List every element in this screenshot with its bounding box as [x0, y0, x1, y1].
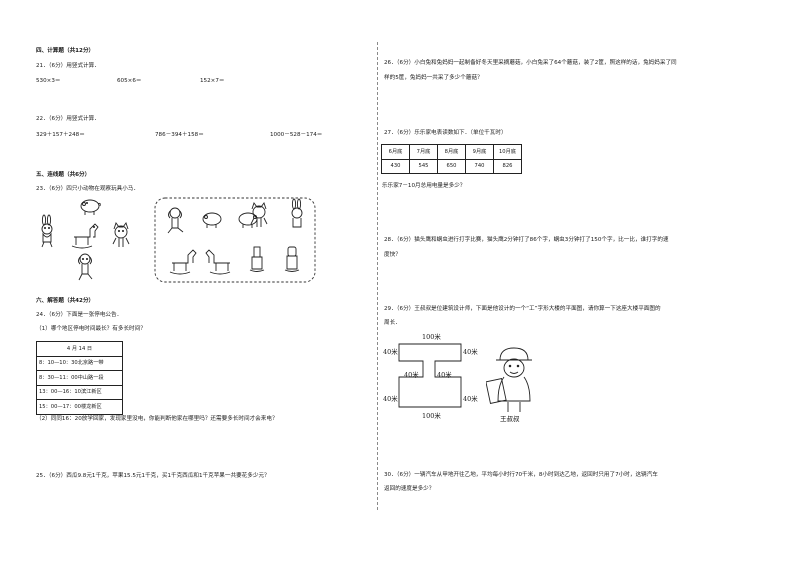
- meter-header: 10月底: [493, 144, 522, 160]
- plan-label-right-top: 40米: [463, 348, 478, 356]
- meter-readings-table: 6月底 7月底 8月底 9月底 10月底 430 545 650 740 826: [381, 144, 522, 174]
- q23-animals-group: [41, 199, 130, 281]
- q22-prompt: 22．（6分）用竖式计算．: [36, 116, 100, 122]
- q24-sub1: （1）哪个地区停电时间最长？有多长时间？: [36, 326, 146, 332]
- q27-prompt: 27．（6分）乐乐家电表读数如下．（单位千瓦时）: [384, 130, 507, 136]
- q26-line2: 样的5筐，兔妈妈一共采了多少个蘑菇？: [384, 75, 483, 81]
- outage-row: 8：30—11：00中山路一段: [36, 370, 123, 386]
- cat-icon: [112, 222, 130, 247]
- q21-item-1: 530×3＝: [36, 78, 61, 84]
- outage-row: 13：00—16：10滨江新区: [36, 384, 123, 401]
- q24-sub2: （2）同同16：20放学回家，发现家里没电，你能判断他家在哪里吗？还需要多长时间…: [36, 416, 278, 422]
- q21-item-2: 605×6＝: [117, 78, 142, 84]
- pig-icon: [80, 199, 101, 215]
- q23-prompt: 23．（6分）四只小动物在观察玩具小马．: [36, 186, 139, 192]
- q30-line2: 返回的速度是多少？: [384, 486, 435, 492]
- meter-value: 650: [437, 158, 466, 174]
- meter-value: 545: [409, 158, 438, 174]
- engineer-figure: [486, 347, 532, 412]
- plan-label-mid-right: 40米: [437, 371, 452, 379]
- q27-question: 乐乐家7－10月总用电量是多少？: [382, 183, 466, 189]
- q28-line2: 度快？: [384, 252, 401, 258]
- meter-header: 7月底: [409, 144, 438, 160]
- meter-value: 740: [465, 158, 494, 174]
- q29-line2: 周长．: [384, 320, 401, 326]
- meter-value: 430: [381, 158, 410, 174]
- section-4-title: 四、计算题（共12分）: [36, 48, 95, 54]
- q23-options-box: [154, 197, 316, 283]
- column-divider: [377, 42, 378, 510]
- q30-line1: 30．（6分）一辆汽车从甲地开往乙地，平均每小时行70千米，8小时到达乙地，返回…: [384, 472, 658, 478]
- q25-prompt: 25．（6分）西瓜9.8元1千克，苹果15.5元1千克，买1千克西瓜和1千克苹果…: [36, 473, 270, 479]
- q21-item-3: 152×7＝: [200, 78, 225, 84]
- plan-label-mid-left: 40米: [404, 371, 419, 379]
- rabbit-icon: [41, 214, 53, 248]
- meter-header: 8月底: [437, 144, 466, 160]
- meter-value: 826: [493, 158, 522, 174]
- outage-notice-table: 4 月 14 日 8：10—10：30北京路一带 8：30—11：00中山路一段…: [36, 341, 123, 415]
- outage-row: 15：00—17：00楼龙新区: [36, 399, 123, 415]
- section-5-title: 五、连线题（共6分）: [36, 172, 91, 178]
- rabbit-icon: [291, 198, 303, 228]
- q26-line1: 26．（6分）小白兔和兔妈妈一起制备好冬天里采摘蘑菇，小白兔采了64个蘑菇，装了…: [384, 60, 677, 66]
- plan-label-left-bottom: 40米: [383, 395, 398, 403]
- q28-line1: 28．（6分）猫头鹰和蜗虫进行打字比赛，猫头鹰2分钟打了86个字，蜗虫3分钟打了…: [384, 237, 669, 243]
- q22-item-1: 329＋157＋248＝: [36, 132, 85, 138]
- q22-item-3: 1000－528－174＝: [270, 132, 323, 138]
- q24-prompt: 24．（6分）下面是一张停电公告．: [36, 312, 123, 318]
- meter-header: 6月底: [381, 144, 410, 160]
- q29-line1: 29．（6分）王叔叔是位建筑设计师，下面是他设计的一个“工”字形大楼的平面图，请…: [384, 306, 661, 312]
- dog-icon: [78, 253, 93, 281]
- plan-label-right-bottom: 40米: [463, 395, 478, 403]
- dog-icon: [167, 207, 184, 234]
- outage-row: 8：10—10：30北京路一带: [36, 355, 123, 372]
- plan-label-left-top: 40米: [383, 348, 398, 356]
- engineer-label: 王叔叔: [500, 415, 520, 423]
- cat-icon: [250, 202, 268, 227]
- horse-toy-icon: [71, 223, 99, 249]
- plan-label-top: 100米: [422, 333, 441, 341]
- horse-toy-icon: [169, 249, 197, 275]
- building-floor-plan: [398, 343, 462, 408]
- outage-date: 4 月 14 日: [36, 341, 123, 357]
- horse-toy-icon: [284, 246, 300, 272]
- section-6-title: 六、解答题（共42分）: [36, 298, 95, 304]
- q21-prompt: 21．（6分）用竖式计算．: [36, 63, 100, 69]
- horse-toy-icon: [249, 246, 265, 272]
- horse-toy-icon: [205, 249, 231, 275]
- q22-item-2: 786－394＋158＝: [155, 132, 204, 138]
- meter-header: 9月底: [465, 144, 494, 160]
- pig-icon: [202, 212, 222, 228]
- plan-label-bottom: 100米: [422, 412, 441, 420]
